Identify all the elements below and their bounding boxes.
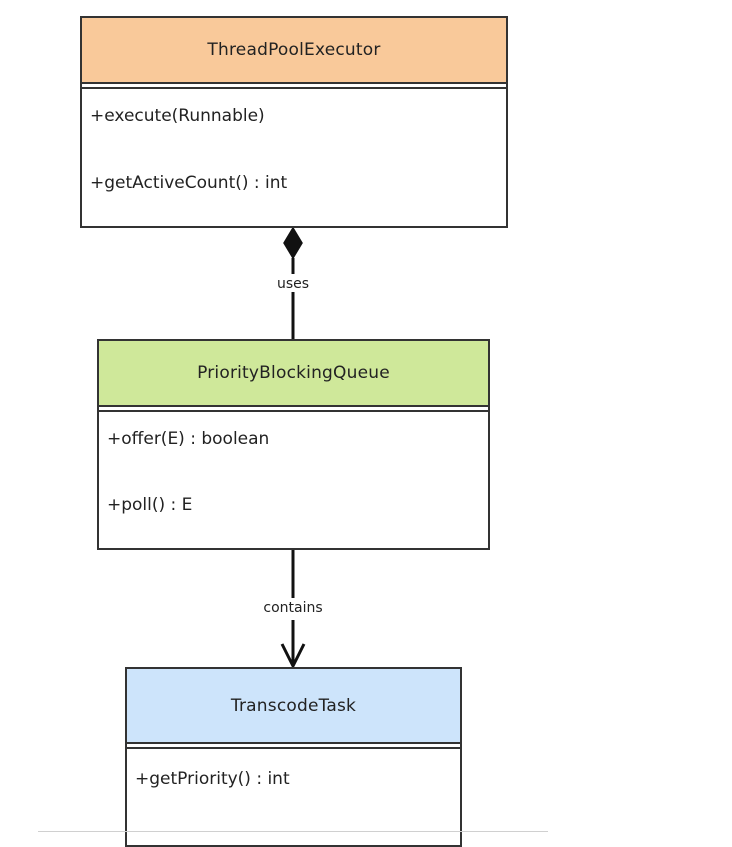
class-header: ThreadPoolExecutor — [82, 18, 506, 84]
compartment-divider — [99, 407, 488, 412]
open-arrowhead-icon — [280, 643, 306, 668]
uses-label: uses — [274, 276, 312, 292]
method-offer: +offer(E) : boolean — [107, 429, 270, 449]
class-transcode-task[interactable]: TranscodeTask +getPriority() : int — [125, 667, 462, 847]
class-priority-blocking-queue[interactable]: PriorityBlockingQueue +offer(E) : boolea… — [97, 339, 490, 550]
method-get-active-count: +getActiveCount() : int — [90, 173, 288, 193]
class-name: TranscodeTask — [230, 695, 357, 716]
class-thread-pool-executor[interactable]: ThreadPoolExecutor +execute(Runnable) +g… — [80, 16, 508, 228]
compartment-divider — [127, 744, 460, 749]
class-header: TranscodeTask — [127, 669, 460, 744]
page-edge-divider — [38, 831, 548, 832]
method-get-priority: +getPriority() : int — [135, 769, 290, 789]
class-name: PriorityBlockingQueue — [197, 363, 390, 383]
method-execute: +execute(Runnable) — [90, 106, 265, 126]
contains-label: contains — [261, 600, 325, 616]
compartment-divider — [82, 84, 506, 89]
class-name: ThreadPoolExecutor — [207, 40, 381, 60]
composition-diamond-icon — [283, 226, 303, 260]
class-header: PriorityBlockingQueue — [99, 341, 488, 407]
method-poll: +poll() : E — [107, 495, 193, 515]
